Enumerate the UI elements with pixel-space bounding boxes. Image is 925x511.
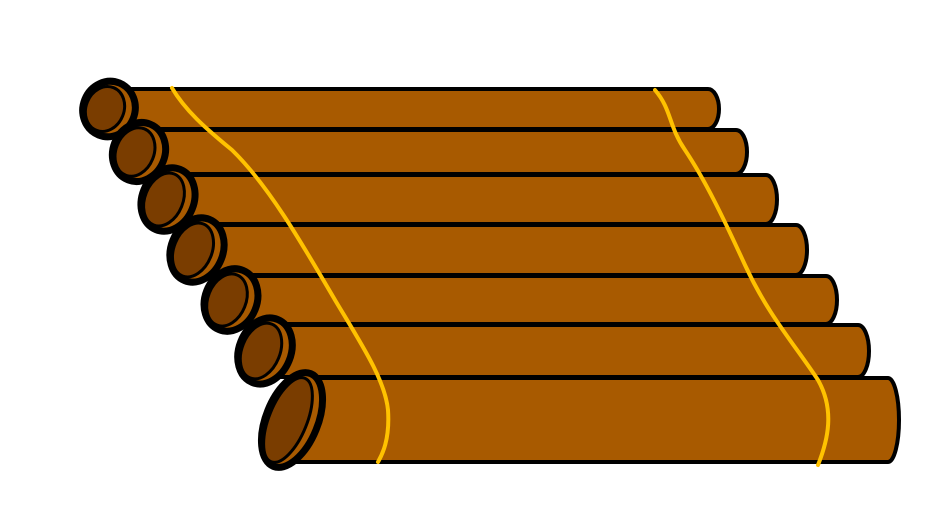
log-end-face: [170, 221, 216, 279]
log-end-face: [262, 376, 314, 464]
log-end-face: [113, 126, 157, 178]
log-body: [135, 128, 749, 176]
ropes-group: [170, 86, 831, 467]
log-end-face: [238, 321, 284, 381]
log: [137, 164, 779, 235]
log-end-face: [205, 272, 249, 328]
log-end-face: [83, 85, 127, 133]
rope-right: [653, 88, 831, 467]
log-body: [164, 173, 779, 226]
log: [200, 265, 839, 335]
log: [166, 214, 809, 286]
log: [257, 369, 901, 471]
log-body: [193, 223, 809, 277]
logs-group: [79, 77, 901, 471]
log-end-face: [142, 171, 186, 228]
rope-left: [170, 86, 391, 464]
log-body: [227, 274, 839, 326]
log-body: [288, 376, 901, 464]
